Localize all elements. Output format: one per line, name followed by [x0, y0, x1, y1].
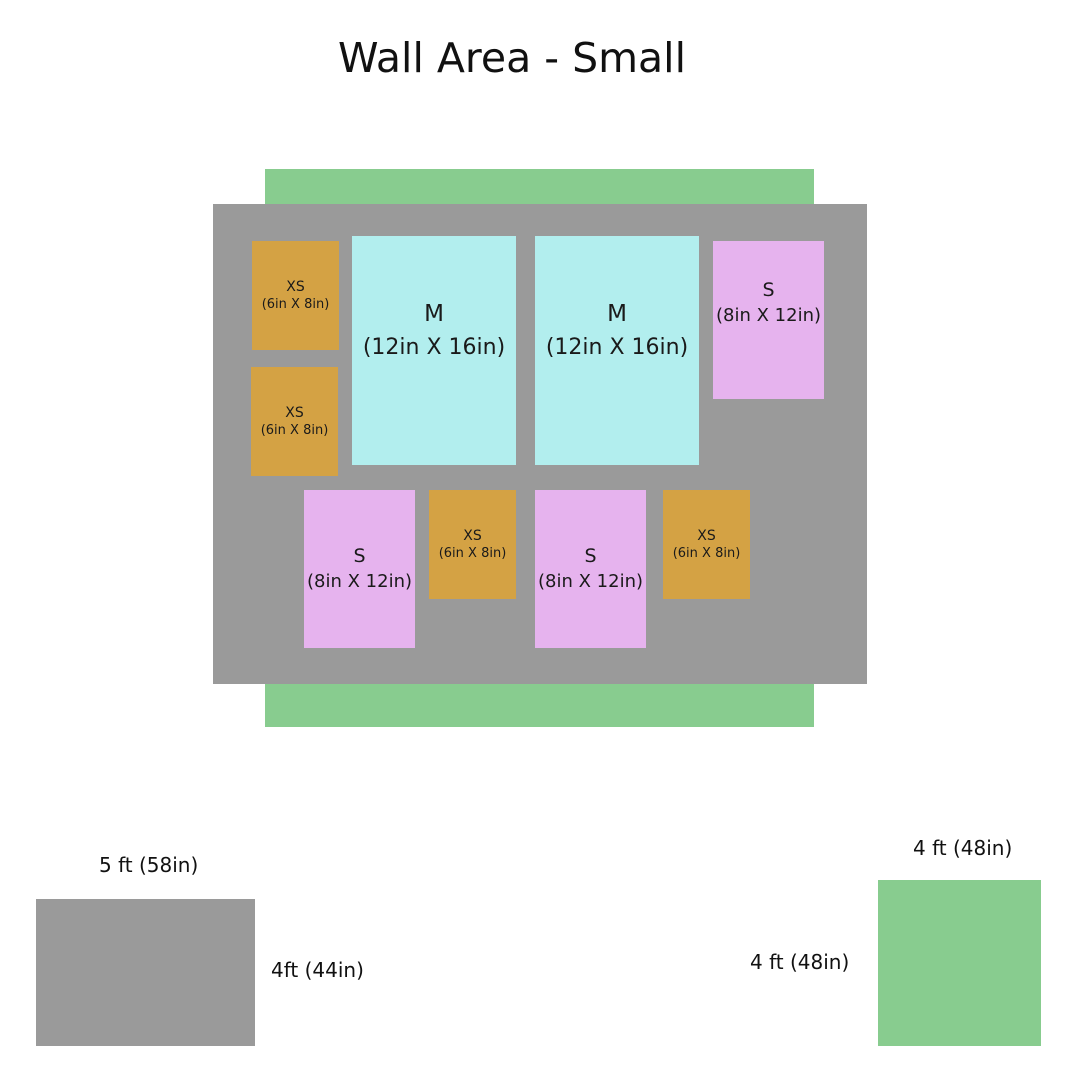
frame-dimensions-label: (12in X 16in): [545, 334, 689, 360]
frame-s: S (8in X 12in): [713, 241, 824, 399]
accent-area-bottom: [265, 683, 814, 727]
frame-size-label: S: [762, 279, 775, 301]
frame-size-label: S: [353, 545, 366, 567]
frame-size-label: S: [584, 545, 597, 567]
frame-dimensions-label: (12in X 16in): [362, 334, 506, 360]
frame-xs: XS (6in X 8in): [429, 490, 516, 599]
frame-m: M (12in X 16in): [535, 236, 699, 465]
frame-xs: XS (6in X 8in): [663, 490, 750, 599]
frame-dimensions-label: (6in X 8in): [438, 545, 507, 561]
frame-size-label: XS: [463, 527, 482, 544]
frame-dimensions-label: (8in X 12in): [538, 571, 643, 592]
frame-size-label: M: [424, 300, 444, 327]
wall-legend-swatch: [36, 899, 255, 1046]
frame-dimensions-label: (6in X 8in): [672, 545, 741, 561]
frame-s: S (8in X 12in): [304, 490, 415, 648]
frame-size-label: XS: [697, 527, 716, 544]
frame-dimensions-label: (6in X 8in): [261, 296, 330, 312]
frame-xs: XS (6in X 8in): [252, 241, 339, 350]
frame-size-label: XS: [285, 404, 304, 421]
frame-size-label: XS: [286, 278, 305, 295]
accent-height-label: 4 ft (48in): [750, 950, 850, 974]
frame-dimensions-label: (8in X 12in): [307, 571, 412, 592]
frame-size-label: M: [607, 300, 627, 327]
wall-height-label: 4ft (44in): [271, 958, 364, 982]
frame-m: M (12in X 16in): [352, 236, 516, 465]
accent-area-top: [265, 169, 814, 205]
wall-width-label: 5 ft (58in): [99, 853, 199, 877]
frame-dimensions-label: (6in X 8in): [260, 422, 329, 438]
accent-width-label: 4 ft (48in): [913, 836, 1013, 860]
frame-s: S (8in X 12in): [535, 490, 646, 648]
accent-legend-swatch: [878, 880, 1041, 1046]
frame-xs: XS (6in X 8in): [251, 367, 338, 476]
page-title: Wall Area - Small: [338, 34, 686, 82]
frame-dimensions-label: (8in X 12in): [716, 305, 821, 326]
